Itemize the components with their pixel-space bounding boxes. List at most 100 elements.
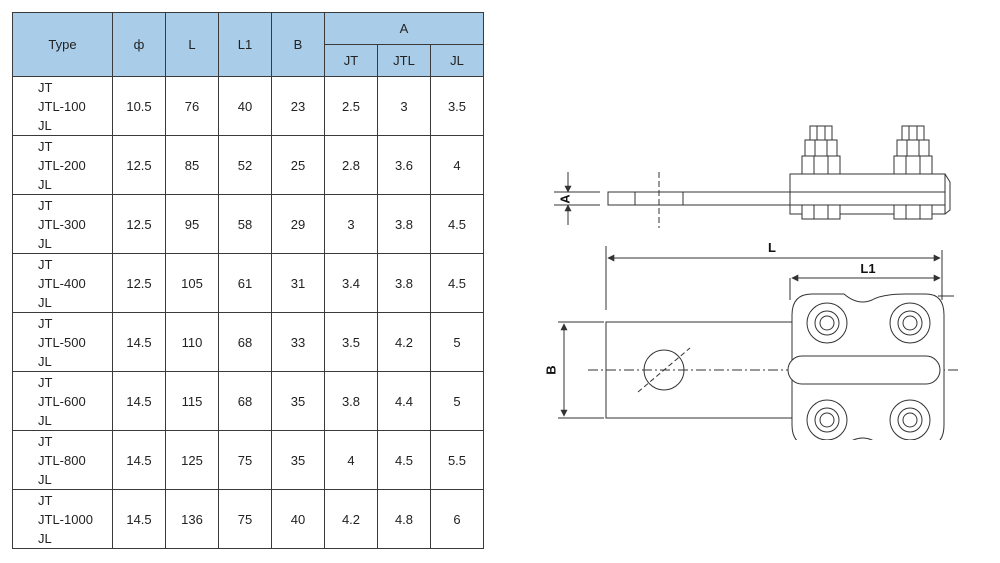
cell-phi: 14.5 [112,312,166,372]
cell-phi: 10.5 [112,76,166,136]
bolt-top-left-lower [806,399,848,440]
cell-L1: 75 [218,489,272,549]
type-line: JTL-400 [38,275,86,291]
header-A-JL: JL [430,44,484,77]
type-line: JL [38,176,52,192]
cell-B: 25 [271,135,325,195]
type-line: JL [38,294,52,310]
header-A-JT: JT [324,44,378,77]
cell-B: 33 [271,312,325,372]
cell-JT: 4.2 [324,489,378,549]
type-line: JL [38,235,52,251]
cell-L: 85 [165,135,219,195]
cell-JTL: 3 [377,76,431,136]
type-line: JTL-800 [38,452,86,468]
type-line: JT [38,315,53,331]
cell-B: 23 [271,76,325,136]
cell-JTL: 4.8 [377,489,431,549]
cell-JTL: 3.8 [377,253,431,313]
bolt-top-right-lower [889,399,931,440]
bolt-top-right-upper [889,302,931,344]
type-line: JL [38,353,52,369]
bolt-top-view-group [806,302,931,440]
cell-JT: 3.5 [324,312,378,372]
dim-L [605,246,954,310]
cell-JL: 5.5 [430,430,484,490]
type-line: JTL-100 [38,98,86,114]
type-line: JT [38,256,53,272]
type-line: JT [38,492,53,508]
label-L1: L1 [860,261,875,276]
type-line: JL [38,412,52,428]
cell-B: 40 [271,489,325,549]
cell-L: 125 [165,430,219,490]
type-line: JTL-500 [38,334,86,350]
cell-phi: 14.5 [112,371,166,431]
header-phi: ф [112,12,166,77]
label-B: B [543,365,558,374]
cell-L1: 68 [218,312,272,372]
cell-JTL: 4.4 [377,371,431,431]
clamp-drawing: A L L1 B [543,125,960,440]
cell-L: 115 [165,371,219,431]
cell-phi: 12.5 [112,253,166,313]
side-view [607,172,951,228]
cell-phi: 12.5 [112,135,166,195]
bolt-top-left-upper [806,302,848,344]
type-line: JT [38,138,53,154]
cell-JTL: 4.2 [377,312,431,372]
type-line: JTL-300 [38,216,86,232]
cell-JL: 4 [430,135,484,195]
cell-B: 35 [271,371,325,431]
cell-L1: 68 [218,371,272,431]
header-B: B [271,12,325,77]
cell-JT: 2.8 [324,135,378,195]
dim-A [554,172,600,225]
type-line: JL [38,471,52,487]
cell-L1: 61 [218,253,272,313]
type-line: JL [38,117,52,133]
cell-phi: 14.5 [112,489,166,549]
type-line: JTL-1000 [38,511,93,527]
cell-L: 76 [165,76,219,136]
cell-L: 136 [165,489,219,549]
cell-L: 95 [165,194,219,254]
cell-JL: 4.5 [430,194,484,254]
cell-JT: 3.8 [324,371,378,431]
cell-L: 105 [165,253,219,313]
cell-JL: 3.5 [430,76,484,136]
header-A-JTL: JTL [377,44,431,77]
header-L: L [165,12,219,77]
type-line: JT [38,79,53,95]
type-line: JT [38,433,53,449]
type-line: JT [38,374,53,390]
cell-B: 29 [271,194,325,254]
dim-B [558,321,604,419]
type-line: JT [38,197,53,213]
cell-JT: 2.5 [324,76,378,136]
bolt-right-side [893,125,933,220]
cell-JT: 3 [324,194,378,254]
cell-B: 35 [271,430,325,490]
cell-L1: 52 [218,135,272,195]
label-A: A [557,194,572,204]
cell-JL: 5 [430,312,484,372]
tongue-plate-top [588,321,960,419]
cell-JTL: 4.5 [377,430,431,490]
